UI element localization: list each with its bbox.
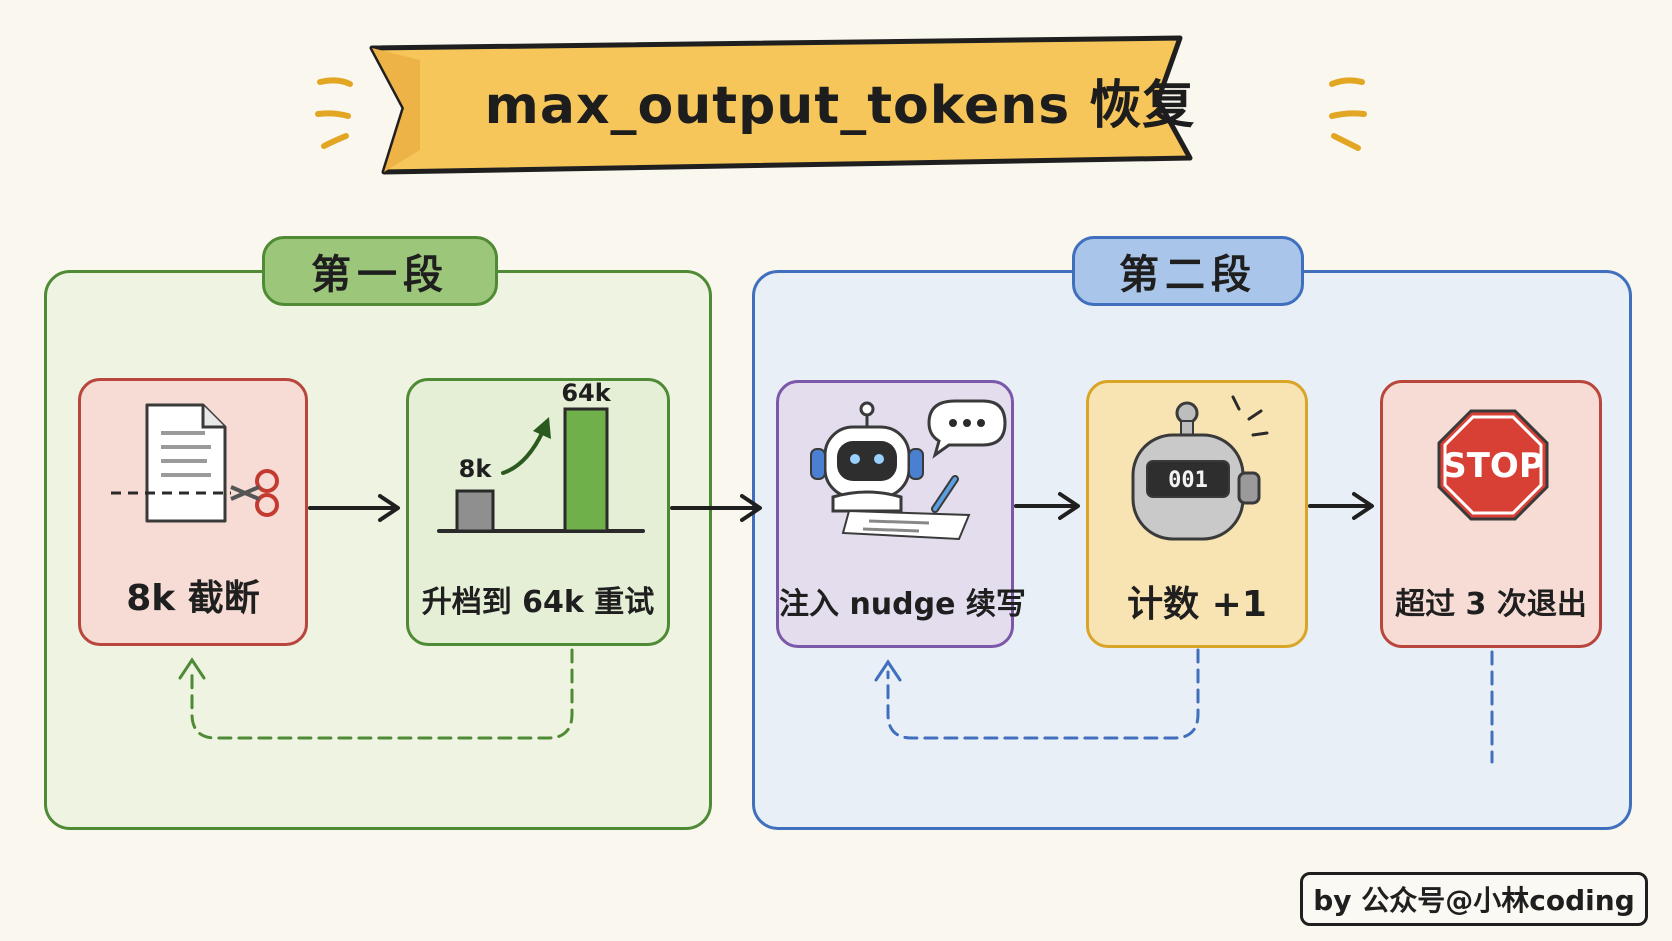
- stop-sign-text: STOP: [1442, 446, 1544, 486]
- step-truncate-label: 8k 截断: [126, 578, 260, 619]
- step-count-label: 计数 +1: [1127, 584, 1267, 625]
- robot-writing-icon: [810, 399, 1007, 541]
- stop-sign-icon: STOP: [1437, 409, 1549, 521]
- bar-64k: [563, 407, 609, 533]
- bar-8k: [455, 489, 495, 533]
- step-truncate: 8k 截断: [78, 378, 308, 646]
- credit-badge: by 公众号@小林coding: [1300, 872, 1648, 926]
- step-upgrade-label: 升档到 64k 重试: [421, 585, 655, 620]
- right-spark-icon: [1329, 77, 1367, 151]
- step-nudge-label: 注入 nudge 续写: [779, 587, 1026, 622]
- step-nudge: 注入 nudge 续写: [776, 380, 1026, 648]
- step-stop-label: 超过 3 次退出: [1395, 587, 1587, 622]
- page-title: max_output_tokens 恢复: [484, 75, 1196, 136]
- scissors-document-icon: [111, 403, 279, 523]
- bar-label-64k: 64k: [561, 381, 611, 407]
- section-label-stage-one: 第一段: [262, 236, 498, 306]
- counter-display: 001: [1168, 468, 1208, 493]
- bar-growth-icon: 8k 64k: [437, 381, 645, 533]
- step-stop: STOP 超过 3 次退出: [1380, 380, 1602, 648]
- bar-label-8k: 8k: [459, 455, 493, 483]
- tally-counter-icon: 001: [1131, 395, 1269, 541]
- title-banner: [369, 35, 1193, 175]
- section-label-stage-two: 第二段: [1072, 236, 1304, 306]
- step-upgrade: 8k 64k 升档到 64k 重试: [406, 378, 670, 646]
- step-count: 001 计数 +1: [1086, 380, 1308, 648]
- left-spark-icon: [315, 77, 353, 149]
